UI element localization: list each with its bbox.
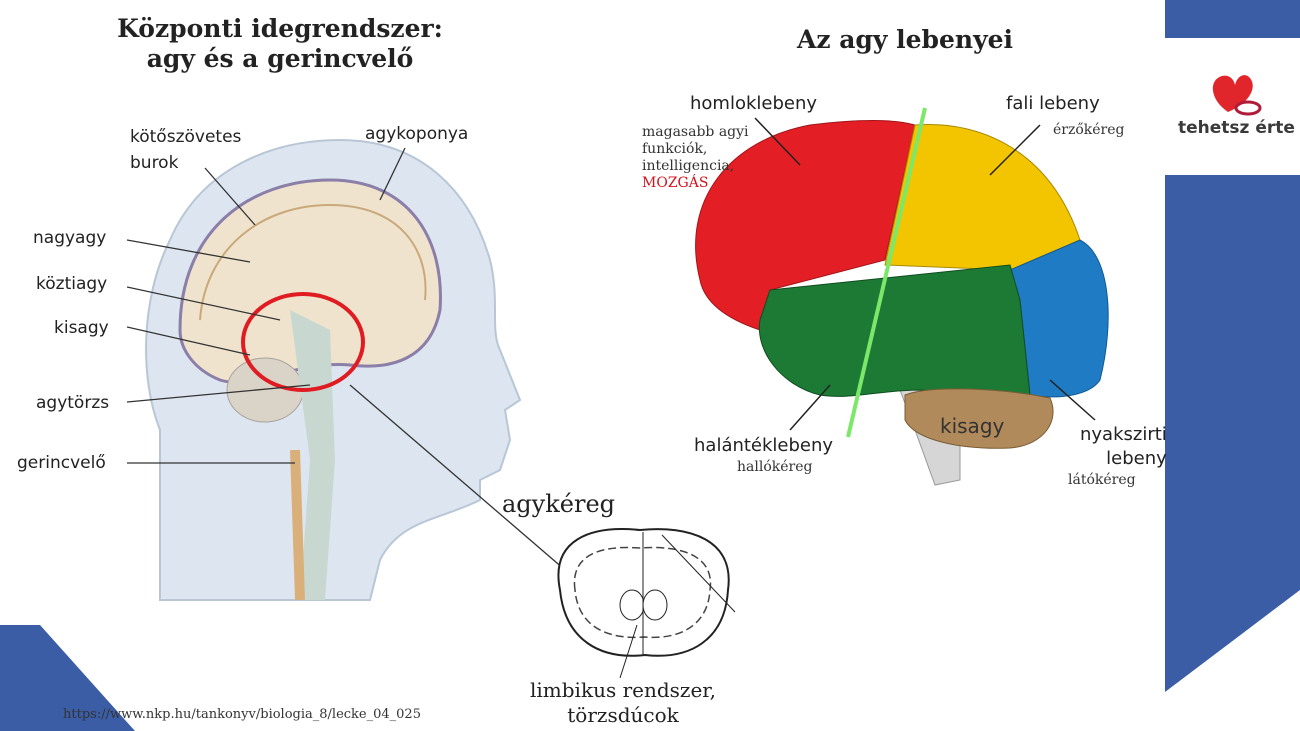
lobe-halantek-name: halántéklebeny	[694, 435, 834, 456]
lobe-homlok-highlight: MOZGÁS	[642, 175, 709, 191]
lobe-homlok-name: homloklebeny	[690, 93, 818, 114]
brain-section-illustration	[557, 528, 736, 679]
head-leader-lines	[126, 147, 601, 601]
label-agykereg: agykéreg	[502, 490, 616, 518]
lobe-homlok-desc: magasabb agyi funkciók, intelligencia,	[642, 124, 749, 174]
label-gerincvelo: gerincvelő	[17, 453, 106, 473]
left-title-line2: agy és a gerincvelő	[146, 44, 414, 73]
right-band	[1165, 175, 1300, 692]
right-title: Az agy lebenyei	[796, 25, 1014, 54]
label-burok: kötőszövetes burok	[130, 127, 242, 173]
top-right-band	[1165, 0, 1300, 38]
lobe-fali-desc: érzőkéreg	[1053, 122, 1125, 138]
lobe-halantek-desc: hallókéreg	[737, 459, 813, 475]
source-link[interactable]: https://www.nkp.hu/tankonyv/biologia_8/l…	[63, 707, 421, 722]
label-agytorzs: agytörzs	[36, 393, 110, 413]
label-koztiagy: köztiagy	[36, 274, 108, 294]
logo-heart-icon	[1212, 75, 1262, 116]
lobes-brain-illustration	[695, 107, 1109, 486]
label-nagyagy: nagyagy	[33, 228, 107, 248]
label-limbikus: limbikus rendszer, törzsdúcok	[530, 678, 717, 727]
lobe-nyakszirti-desc: látókéreg	[1068, 472, 1136, 488]
lobe-leader-lines	[754, 117, 1096, 431]
lobe-fali-name: fali lebeny	[1006, 93, 1100, 114]
label-agykoponya: agykoponya	[365, 124, 469, 144]
lobe-nyakszirti-name: nyakszirti lebeny	[1080, 424, 1167, 469]
left-title-line1: Központi idegrendszer:	[117, 14, 443, 43]
bottom-left-triangle	[0, 625, 135, 731]
label-kisagy: kisagy	[54, 318, 109, 338]
head-illustration	[145, 138, 522, 601]
logo-text: tehetsz érte	[1178, 118, 1295, 138]
lobe-kisagy-name: kisagy	[940, 414, 1005, 438]
left-title: Központi idegrendszer: agy és a gerincve…	[95, 14, 465, 74]
